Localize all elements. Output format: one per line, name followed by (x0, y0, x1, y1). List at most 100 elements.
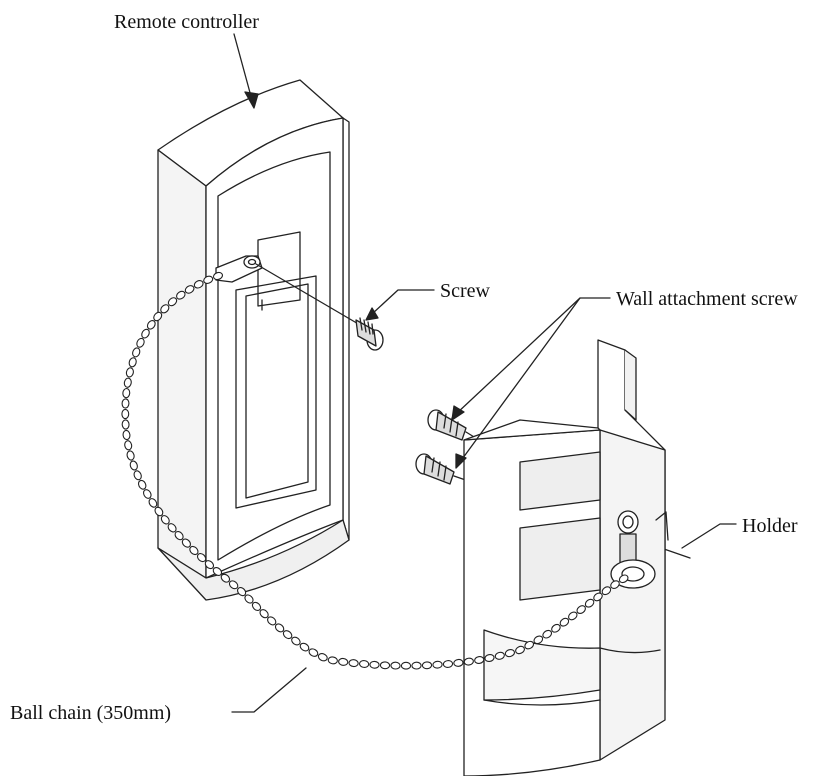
chain-bead (259, 609, 269, 619)
label-remote-controller: Remote controller (114, 11, 259, 33)
chain-bead (524, 640, 535, 650)
chain-bead (121, 408, 130, 420)
chain-bead (379, 661, 391, 670)
chain-bead (576, 605, 586, 615)
chain-bead (618, 574, 629, 584)
chain-bead (267, 616, 277, 626)
holder-top-face (463, 419, 601, 441)
battery-compartment (235, 275, 317, 509)
chain-bead (610, 580, 620, 589)
chain-bead (125, 367, 134, 378)
chain-bead (484, 653, 495, 663)
ball-chain (121, 271, 629, 670)
chain-bead (160, 515, 170, 525)
chain-bead (601, 586, 612, 596)
chain-bead (176, 290, 186, 300)
chain-bead (282, 630, 293, 640)
remote-front-face (205, 117, 344, 579)
label-holder: Holder (742, 515, 798, 537)
chain-bead (369, 660, 380, 669)
chain-bead (390, 661, 401, 670)
chain-bead (274, 623, 285, 633)
chain-bead (515, 645, 525, 655)
chain-bead (251, 601, 262, 611)
leader-remote (233, 33, 253, 101)
label-wall-attachment-screw: Wall attachment screw (616, 288, 798, 310)
chain-bead (584, 598, 595, 608)
chain-bead (193, 280, 204, 289)
chain-bead (442, 660, 454, 668)
chain-bead (504, 649, 515, 658)
chain-bead (533, 635, 544, 645)
arrow-heads (244, 91, 467, 469)
holder-right-face (599, 429, 666, 761)
chain-bead (244, 594, 254, 604)
remote-controller (157, 79, 373, 601)
leader-wall-screw-b (459, 297, 581, 463)
chain-bead (123, 377, 132, 388)
chain-bead (153, 311, 163, 322)
leader-lines (231, 33, 737, 713)
chain-bead (228, 580, 239, 590)
chain-bead (299, 642, 310, 652)
chain-bead (121, 398, 130, 409)
chain-bead (121, 419, 130, 430)
chain-bead (308, 648, 319, 657)
leader-wall-screw-a (455, 297, 611, 415)
chain-bead (411, 661, 422, 670)
chain-bead (133, 470, 142, 481)
chain-bead (348, 659, 359, 668)
remote-label-plate (257, 231, 301, 307)
remote-right-face (342, 117, 350, 541)
chain-bead (203, 275, 214, 284)
chain-bead (237, 587, 247, 597)
chain-bead (338, 657, 349, 666)
chain-bead (317, 653, 328, 662)
chain-bead (494, 651, 505, 660)
chain-bead (220, 573, 231, 583)
holder-lower-notch (519, 517, 601, 601)
chain-bead (132, 347, 141, 358)
chain-bead (291, 636, 301, 646)
chain-bead (474, 656, 485, 664)
label-screw: Screw (440, 280, 490, 302)
chain-bead (453, 658, 464, 667)
remote-inner-frame (217, 151, 331, 561)
chain-bead (128, 357, 137, 368)
chain-bead (129, 460, 138, 471)
leader-holder (681, 523, 737, 549)
chain-bead (212, 271, 224, 281)
chain-bead (358, 660, 370, 668)
chain-bead (167, 297, 178, 307)
chain-bead (174, 530, 184, 541)
chain-bead (124, 440, 133, 451)
chain-bead (542, 629, 553, 639)
chain-bead (400, 661, 412, 670)
chain-bead (148, 498, 158, 508)
holder-inner-lip (483, 629, 601, 701)
screw (355, 317, 384, 351)
chain-bead (568, 611, 578, 621)
chain-bead (146, 320, 156, 330)
holder-upper-notch (519, 451, 601, 511)
chain-bead (181, 538, 191, 548)
chain-bead (160, 304, 170, 314)
holder (463, 339, 669, 777)
chain-bead (559, 617, 570, 627)
chain-bead (136, 337, 145, 348)
chain-bead (126, 450, 135, 461)
chain-bead (154, 506, 164, 517)
chain-bead (432, 660, 443, 669)
chain-bead (421, 661, 433, 670)
leader-ball-chain (231, 667, 307, 713)
chain-bead (189, 545, 199, 556)
chain-bead (184, 285, 195, 294)
chain-bead (212, 567, 223, 576)
chain-bead (327, 656, 338, 665)
remote-left-face (157, 149, 207, 579)
chain-bead (196, 553, 207, 563)
chain-bead (593, 592, 603, 602)
chain-bead (122, 429, 131, 441)
